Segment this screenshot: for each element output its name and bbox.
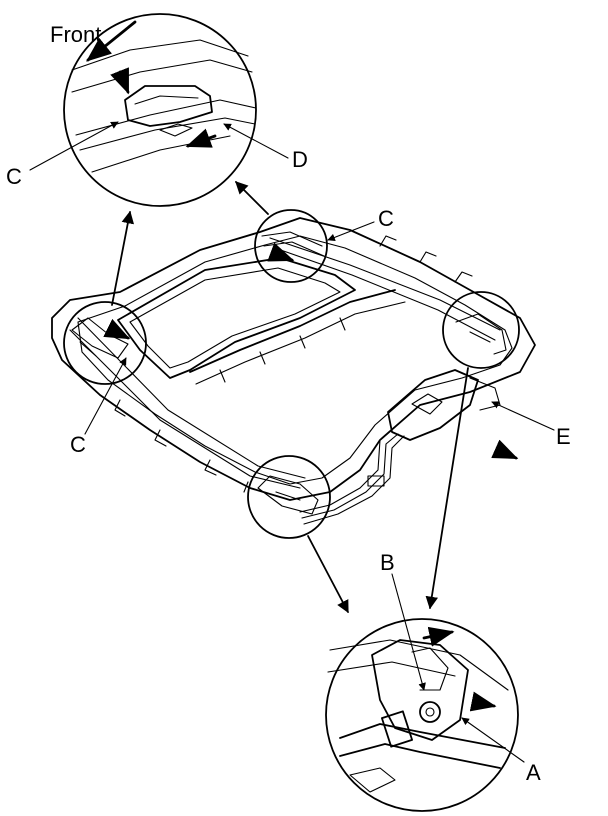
- label-b: B: [380, 550, 395, 575]
- motor-assembly: [299, 369, 501, 525]
- label-d: D: [292, 147, 308, 172]
- detail-enlarged-front: [63, 13, 257, 207]
- detail-circle-bottom: [247, 455, 331, 539]
- label-c-left: C: [70, 432, 86, 457]
- detail-circle-top: [254, 209, 328, 283]
- connector-arrows: [111, 181, 469, 614]
- label-front: Front: [50, 22, 101, 47]
- detail-circle-right: [442, 291, 520, 369]
- detail-enlarged-motor: [325, 618, 519, 812]
- label-c-top-left: C: [6, 164, 22, 189]
- label-c-top: C: [378, 206, 394, 231]
- direction-arrow: [491, 439, 519, 460]
- label-e: E: [556, 424, 571, 449]
- detail-circle-left: [63, 301, 147, 385]
- callout-leaders: [29, 121, 555, 763]
- label-a: A: [526, 760, 541, 785]
- sunroof-frame: [51, 217, 536, 501]
